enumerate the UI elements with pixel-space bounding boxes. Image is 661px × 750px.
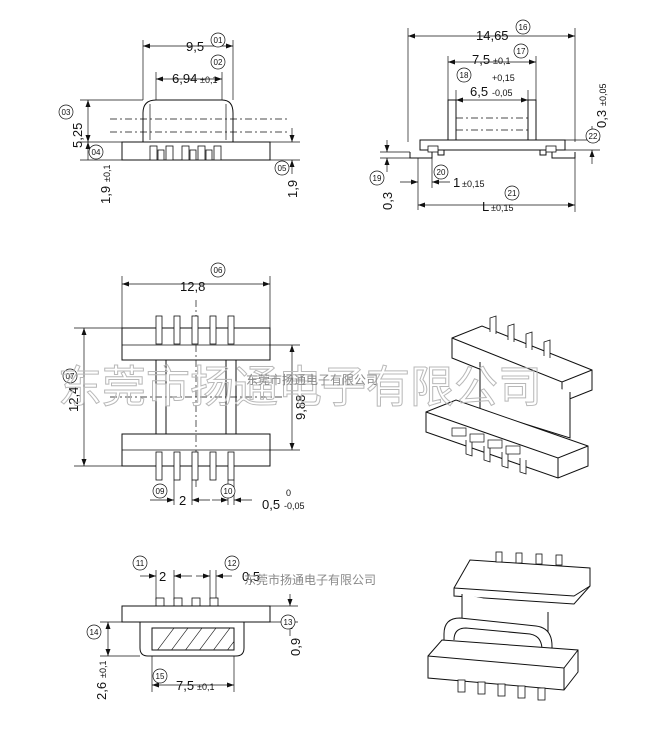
ref-09: 09: [156, 487, 165, 496]
ref-circle-06: [210, 262, 226, 278]
ref-18: 18: [460, 71, 469, 80]
dim-12-4: 12,4: [66, 387, 81, 412]
bottom-right-isometric-view: [427, 551, 591, 701]
ref-circle-02: [210, 54, 226, 70]
watermark-small: 东莞市扬通电子有限公司: [246, 372, 378, 387]
ref-circle-11: [132, 555, 148, 571]
tol-7-5: ±0,1: [493, 56, 510, 66]
ref-circle-22: [585, 128, 601, 144]
ref-06: 06: [214, 266, 223, 275]
ref-circle-14: [86, 624, 102, 640]
dim-2-6: 2,6: [94, 682, 109, 700]
dim-12-8: 12,8: [180, 279, 205, 294]
ref-circle-21: [504, 185, 520, 201]
dim-1-9-right: 1,9: [285, 180, 300, 198]
ref-20: 20: [437, 168, 446, 177]
ref-circle-15: [152, 668, 168, 684]
dim-6-94: 6,94: [172, 71, 197, 86]
top-right-side-view: [380, 28, 600, 212]
tol-7-5-end: ±0,1: [197, 682, 214, 692]
ref-16: 16: [519, 23, 528, 32]
dim-0-5: 0,5: [262, 497, 280, 512]
ref-circle-13: [280, 614, 296, 630]
ref-circle-01: [210, 32, 226, 48]
ref-21: 21: [508, 189, 517, 198]
ref-07: 07: [66, 372, 75, 381]
dim-1-9-left: 1,9: [98, 186, 113, 204]
tol-0-3-right: ±0,05: [598, 84, 608, 106]
dim-5-25: 5,25: [70, 123, 85, 148]
ref-circle-20: [433, 164, 449, 180]
dim-L: L: [482, 199, 489, 214]
ref-circle-17: [513, 43, 529, 59]
ref-15: 15: [156, 672, 165, 681]
tol-6-5-lower: -0,05: [492, 88, 513, 98]
tol-2-6: ±0,1: [98, 661, 108, 678]
watermark-small-lower: 东莞市扬通电子有限公司: [244, 572, 376, 587]
ref-circle-16: [515, 19, 531, 35]
ref-circle-07: [62, 368, 78, 384]
dim-7-5-end: 7,5: [176, 678, 194, 693]
dim-2-pitch: 2: [179, 493, 186, 508]
ref-13: 13: [284, 618, 293, 627]
dim-9-88: 9,88: [293, 395, 308, 420]
ref-circle-19: [369, 170, 385, 186]
ref-04: 04: [92, 148, 101, 157]
watermark-large: 东莞市扬通电子有限公司: [58, 362, 542, 413]
dim-0-3-right: 0,3: [594, 110, 609, 128]
ref-circle-12: [224, 555, 240, 571]
tol-6-94: ±0,1: [200, 75, 217, 85]
ref-11: 11: [136, 559, 145, 568]
dim-0-9: 0,9: [288, 638, 303, 656]
tol-1: ±0,15: [462, 179, 484, 189]
ref-10: 10: [224, 487, 233, 496]
top-left-side-view: [80, 40, 300, 174]
ref-02: 02: [214, 58, 223, 67]
ref-circle-05: [274, 160, 290, 176]
middle-left-top-view: [74, 276, 300, 505]
dim-0-3-left: 0,3: [380, 192, 395, 210]
dim-14-65: 14,65: [476, 28, 509, 43]
middle-right-isometric-view: [425, 315, 593, 479]
tol-L: ±0,15: [491, 203, 513, 213]
ref-03: 03: [62, 108, 71, 117]
ref-22: 22: [589, 132, 598, 141]
dim-1: 1: [453, 175, 460, 190]
tol-6-5-upper: +0,15: [492, 73, 515, 83]
dim-2-end: 2: [159, 569, 166, 584]
dim-7-5: 7,5: [472, 52, 490, 67]
bottom-left-end-view: [100, 570, 298, 692]
ref-14: 14: [90, 628, 99, 637]
ref-circle-10: [220, 483, 236, 499]
dim-9-5: 9,5: [186, 39, 204, 54]
tol-0-5-lower: -0,05: [284, 501, 305, 511]
ref-17: 17: [517, 47, 526, 56]
ref-12: 12: [228, 559, 237, 568]
dim-6-5: 6,5: [470, 84, 488, 99]
dim-0-5-end: 0,5: [242, 569, 260, 584]
ref-circle-09: [152, 483, 168, 499]
ref-circle-04: [88, 144, 104, 160]
ref-01: 01: [214, 36, 223, 45]
ref-19: 19: [373, 174, 382, 183]
tol-1-9-left: ±0,1: [102, 165, 112, 182]
ref-circle-18: [456, 67, 472, 83]
ref-05: 05: [278, 164, 287, 173]
ref-circle-03: [58, 104, 74, 120]
tol-0-5-upper: 0: [286, 488, 291, 498]
